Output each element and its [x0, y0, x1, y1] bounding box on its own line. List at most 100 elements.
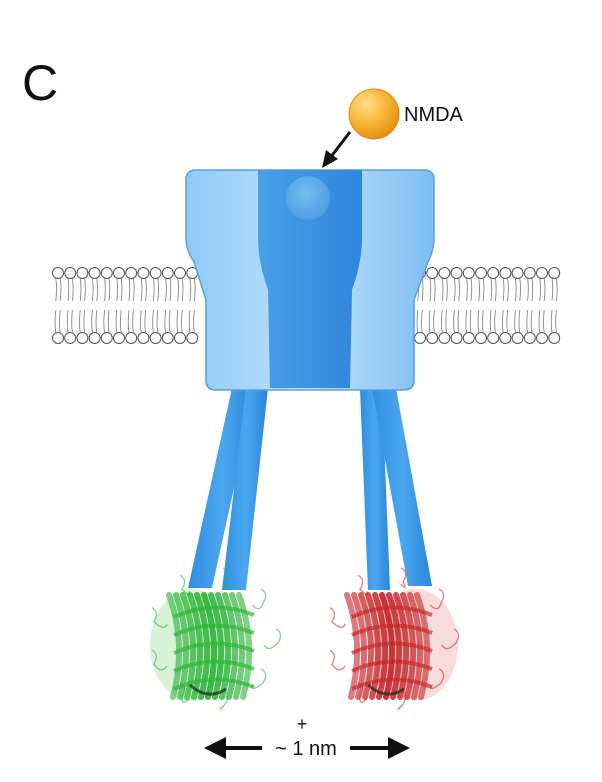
lipid-tail — [466, 278, 468, 302]
distance-arrow-right-head — [388, 737, 410, 759]
lipid-head — [174, 332, 186, 344]
lipid-tail — [59, 278, 62, 302]
lipid-tail — [428, 309, 431, 333]
ligand: NMDA — [322, 88, 464, 168]
protein-loop — [179, 574, 191, 596]
lipid-tail — [188, 309, 191, 333]
lipid-head — [536, 267, 548, 279]
ligand-arrow-head — [322, 150, 338, 168]
lipid-head — [149, 267, 162, 279]
protein-loop — [357, 682, 368, 703]
lipid-tail — [526, 309, 529, 333]
protein-loop — [357, 574, 369, 596]
lipid-head — [475, 332, 487, 344]
lipid-tail — [433, 278, 436, 302]
lipid-tail — [140, 278, 143, 302]
lipid-tail — [132, 278, 135, 302]
lipid-head — [100, 267, 113, 279]
lipid-tail — [429, 278, 432, 302]
green-fluorescent-protein — [150, 567, 282, 711]
lipid-tail — [169, 278, 172, 302]
lipid-tail — [446, 278, 448, 302]
lipid-head — [487, 267, 500, 279]
lipid-head — [113, 267, 125, 279]
lipid-tail — [145, 278, 147, 302]
red-fluorescent-protein — [329, 567, 460, 711]
lipid-head — [52, 332, 64, 344]
beta-strand — [166, 592, 183, 700]
lipid-head — [462, 332, 475, 344]
lipid-tail — [494, 278, 497, 302]
lipid-tail — [67, 278, 70, 302]
lipid-tail — [79, 278, 82, 302]
lipid-tail — [457, 309, 460, 333]
lipid-tail — [104, 278, 106, 302]
lipid-tail — [54, 309, 57, 333]
protein-loop — [251, 668, 267, 690]
protein-loop — [219, 689, 229, 711]
protein-loop — [329, 607, 346, 628]
lipid-tail — [494, 309, 496, 333]
beta-strand — [173, 659, 255, 673]
lipid-tail — [502, 278, 505, 302]
lipid-tail — [514, 309, 516, 333]
lipid-head — [52, 267, 64, 279]
lipid-tail — [465, 309, 468, 333]
linker-left-outer — [188, 388, 256, 588]
lipid-tail — [441, 309, 443, 333]
lipid-tail — [120, 309, 122, 333]
lipid-head — [511, 332, 524, 344]
beta-strand — [351, 659, 433, 673]
lipid-tail — [193, 278, 196, 302]
lipid-tail — [55, 278, 57, 302]
lipid-head — [76, 267, 89, 279]
lipid-tail — [507, 278, 509, 302]
lipid-head — [186, 332, 199, 344]
protein-loop — [179, 682, 190, 703]
lipid-head — [137, 267, 150, 279]
lipid-tail — [531, 278, 534, 302]
lipid-tail — [555, 309, 557, 333]
beta-strand — [189, 683, 227, 696]
distance-annotation: + ~ 1 nm — [204, 714, 410, 760]
lipid-tail — [538, 309, 541, 333]
lipid-tail — [527, 278, 529, 302]
lipid-head — [536, 332, 548, 344]
lipid-head — [113, 332, 125, 344]
lipid-head — [523, 332, 536, 344]
lipid-tail — [551, 278, 554, 302]
lipid-tail — [108, 278, 111, 302]
lipid-tail — [543, 309, 545, 333]
lipid-tail — [550, 309, 553, 333]
beta-strand — [351, 677, 433, 691]
lipid-head — [414, 332, 426, 344]
lipid-head — [125, 267, 138, 279]
distance-arrow-left-head — [204, 737, 226, 759]
lipid-tail — [482, 309, 484, 333]
lipid-bilayer — [52, 267, 561, 344]
lipid-tail — [489, 309, 492, 333]
nmda-receptor — [185, 169, 435, 391]
nmda-ligand-ball — [348, 88, 400, 140]
lipid-head — [149, 332, 162, 344]
lipid-tail — [193, 309, 195, 333]
lipid-tail — [59, 309, 61, 333]
protein-loop — [151, 649, 168, 671]
beta-strand — [351, 605, 433, 619]
lipid-head — [450, 332, 463, 344]
panel-label: C — [22, 55, 58, 111]
lipid-tail — [152, 278, 155, 302]
lipid-tail — [140, 309, 142, 333]
lipid-tail — [433, 309, 435, 333]
lipid-tail — [421, 309, 423, 333]
lipid-tail — [477, 309, 480, 333]
ligand-arrow-shaft — [328, 131, 352, 159]
lipid-tail — [482, 278, 485, 302]
linker-right-outer — [372, 388, 432, 586]
lipid-tail — [514, 278, 517, 302]
lipid-head — [161, 332, 174, 344]
lipid-tail — [458, 278, 460, 302]
lipid-head — [499, 332, 512, 344]
lipid-tail — [421, 278, 424, 302]
